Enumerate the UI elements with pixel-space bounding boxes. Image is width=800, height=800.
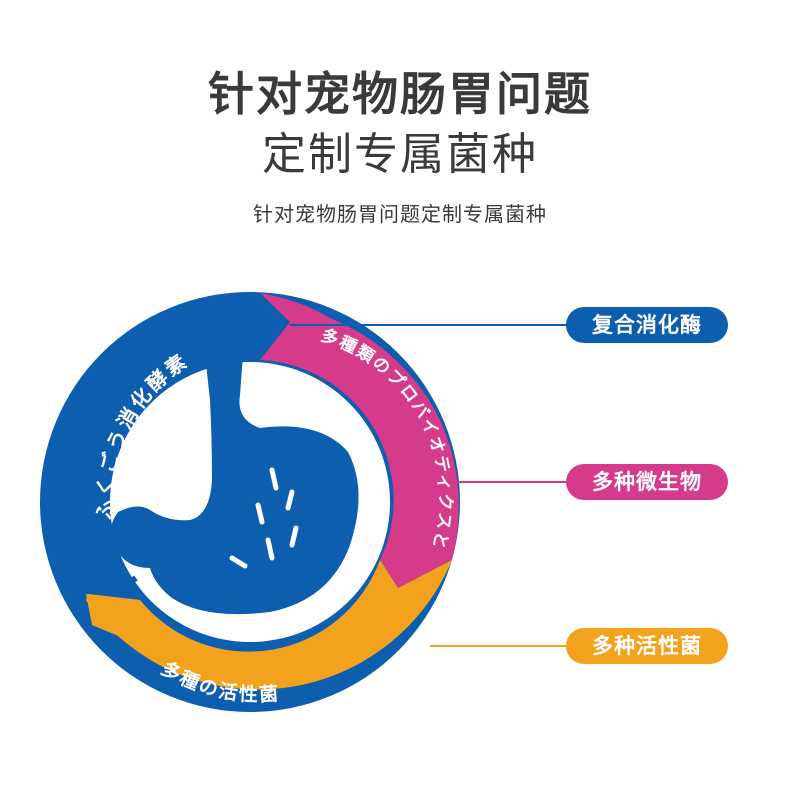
label-microorganisms: 多种微生物 (566, 464, 728, 500)
label-active-bacteria: 多种活性菌 (566, 628, 728, 664)
ring-orange-corner (86, 594, 140, 640)
main-title-line1: 针对宠物肠胃问题 (208, 67, 592, 121)
main-title-line2: 定制专属菌种 (262, 129, 538, 180)
ring-orange-segment (86, 560, 452, 690)
subtitle: 针对宠物肠胃问题定制专属菌种 (253, 202, 547, 226)
ring-pink-segment (260, 293, 459, 588)
stomach-icon (101, 355, 359, 615)
label-digestive-enzyme: 复合消化酶 (566, 307, 728, 343)
